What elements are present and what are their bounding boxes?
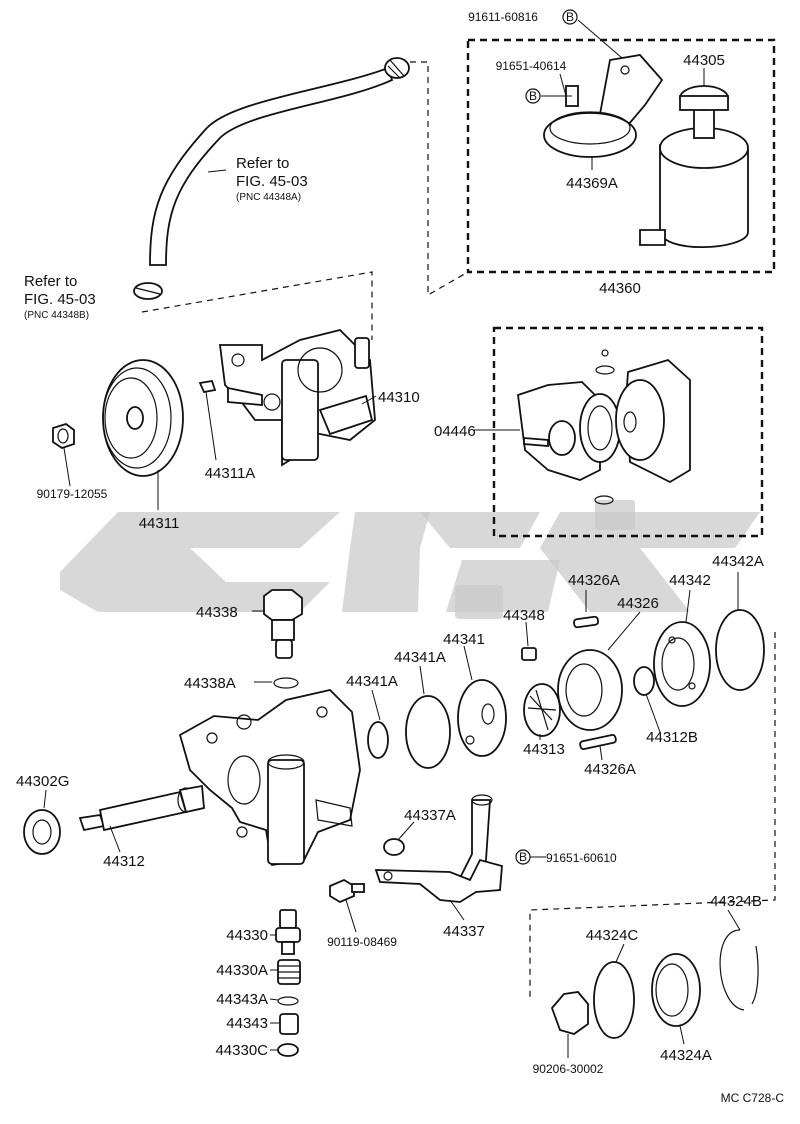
o-ring-44337a <box>383 838 405 856</box>
refer-top-line3: (PNC 44348A) <box>236 192 301 203</box>
label-90206-30002: 90206-30002 <box>533 1062 604 1076</box>
diagram-code: MC C728-C <box>721 1091 785 1105</box>
hose-clamp-bottom <box>133 282 163 300</box>
vane-44348 <box>521 647 537 661</box>
pulley-44311 <box>102 359 184 477</box>
label-44338: 44338 <box>196 604 238 621</box>
snap-ring-44312b <box>633 666 655 696</box>
washer-44330c <box>277 1043 299 1057</box>
o-ring-44341a-small <box>367 721 389 759</box>
label-44343: 44343 <box>226 1015 268 1032</box>
label-44337: 44337 <box>443 923 485 940</box>
rotor-44313 <box>523 683 561 737</box>
label-44360: 44360 <box>599 280 641 297</box>
bolt-marker-symbol: B <box>529 89 537 103</box>
union-44337 <box>374 794 503 903</box>
pump-assembly-44310 <box>218 329 376 467</box>
part-labels: 91611-60816 91651-40614 44305 44369A 443… <box>16 10 784 1105</box>
label-44302g: 44302G <box>16 773 69 790</box>
label-91651-60610: 91651-60610 <box>546 851 617 865</box>
label-44342a: 44342A <box>712 553 764 570</box>
label-44313: 44313 <box>523 741 565 758</box>
label-44330: 44330 <box>226 927 268 944</box>
label-44348: 44348 <box>503 607 545 624</box>
o-ring-44342a <box>715 609 765 691</box>
refer-top-line2: FIG. 45-03 <box>236 173 308 190</box>
shaft-44312 <box>78 784 205 832</box>
gasket-kit-04446 <box>517 349 691 505</box>
fitting-44338 <box>263 589 303 659</box>
leader-lines <box>43 19 741 1058</box>
label-44312b: 44312B <box>646 729 698 746</box>
label-44343a: 44343A <box>216 991 268 1008</box>
label-44326a-bottom: 44326A <box>584 761 636 778</box>
spring-44330a <box>277 959 301 985</box>
side-plate-44341 <box>457 679 507 757</box>
hose-clamp-top <box>384 57 410 79</box>
o-ring-44343a <box>277 996 299 1006</box>
label-44330c: 44330C <box>215 1042 268 1059</box>
label-44312: 44312 <box>103 853 145 870</box>
reservoir-kit-box <box>466 38 776 274</box>
label-04446: 04446 <box>434 423 476 440</box>
label-44338a: 44338A <box>184 675 236 692</box>
label-44330a: 44330A <box>216 962 268 979</box>
reservoir-tank <box>639 85 749 249</box>
label-44305: 44305 <box>683 52 725 69</box>
label-44337a: 44337A <box>404 807 456 824</box>
label-44324b: 44324B <box>710 893 762 910</box>
pin-44326a-bottom <box>579 734 617 750</box>
label-44326a-top: 44326A <box>568 572 620 589</box>
label-90179-12055: 90179-12055 <box>37 487 108 501</box>
label-44341a-small: 44341A <box>346 673 398 690</box>
o-ring-44324c <box>593 961 635 1039</box>
snap-ring-44324b <box>719 929 759 1011</box>
housing-44324a <box>651 953 701 1027</box>
bolt-90119-08469 <box>329 878 365 904</box>
plug-44343 <box>279 1013 299 1035</box>
label-44369a: 44369A <box>566 175 618 192</box>
label-44324a: 44324A <box>660 1047 712 1064</box>
bolt-marker-91611: B <box>562 9 578 25</box>
label-44310: 44310 <box>378 389 420 406</box>
pressure-plate-44342 <box>653 621 711 707</box>
nut-90179-12055 <box>52 423 75 449</box>
label-44324c: 44324C <box>586 927 639 944</box>
key-44311a <box>198 379 217 394</box>
o-ring-44338a <box>273 677 299 689</box>
gasket-90206-30002 <box>550 991 589 1035</box>
refer-left-line3: (PNC 44348B) <box>24 310 89 321</box>
refer-top-line1: Refer to <box>236 155 289 172</box>
cam-ring-44326 <box>557 649 623 731</box>
label-44341: 44341 <box>443 631 485 648</box>
label-91651-40614: 91651-40614 <box>496 59 567 73</box>
o-ring-44341a-large <box>405 695 451 769</box>
label-44326: 44326 <box>617 595 659 612</box>
bolt-marker-91651-40614: B <box>525 88 541 104</box>
watermark-logo <box>60 500 760 619</box>
pump-body <box>178 689 361 867</box>
label-44341a-large: 44341A <box>394 649 446 666</box>
label-44342: 44342 <box>669 572 711 589</box>
label-91611-60816: 91611-60816 <box>468 10 538 24</box>
label-44311: 44311 <box>139 515 180 532</box>
pin-44326a-top <box>573 615 599 629</box>
refer-left-line1: Refer to <box>24 273 77 290</box>
refer-left-line2: FIG. 45-03 <box>24 291 96 308</box>
bolt-marker-91651-60610: B <box>515 849 531 865</box>
label-44311a: 44311A <box>205 465 256 482</box>
bolt-marker-symbol: B <box>566 10 574 24</box>
oil-seal-44302g <box>23 809 61 855</box>
label-90119-08469: 90119-08469 <box>327 935 397 949</box>
valve-44330 <box>275 909 301 955</box>
bolt-marker-symbol: B <box>519 850 527 864</box>
return-hose <box>133 57 410 300</box>
gasket-kit-box <box>492 326 764 538</box>
